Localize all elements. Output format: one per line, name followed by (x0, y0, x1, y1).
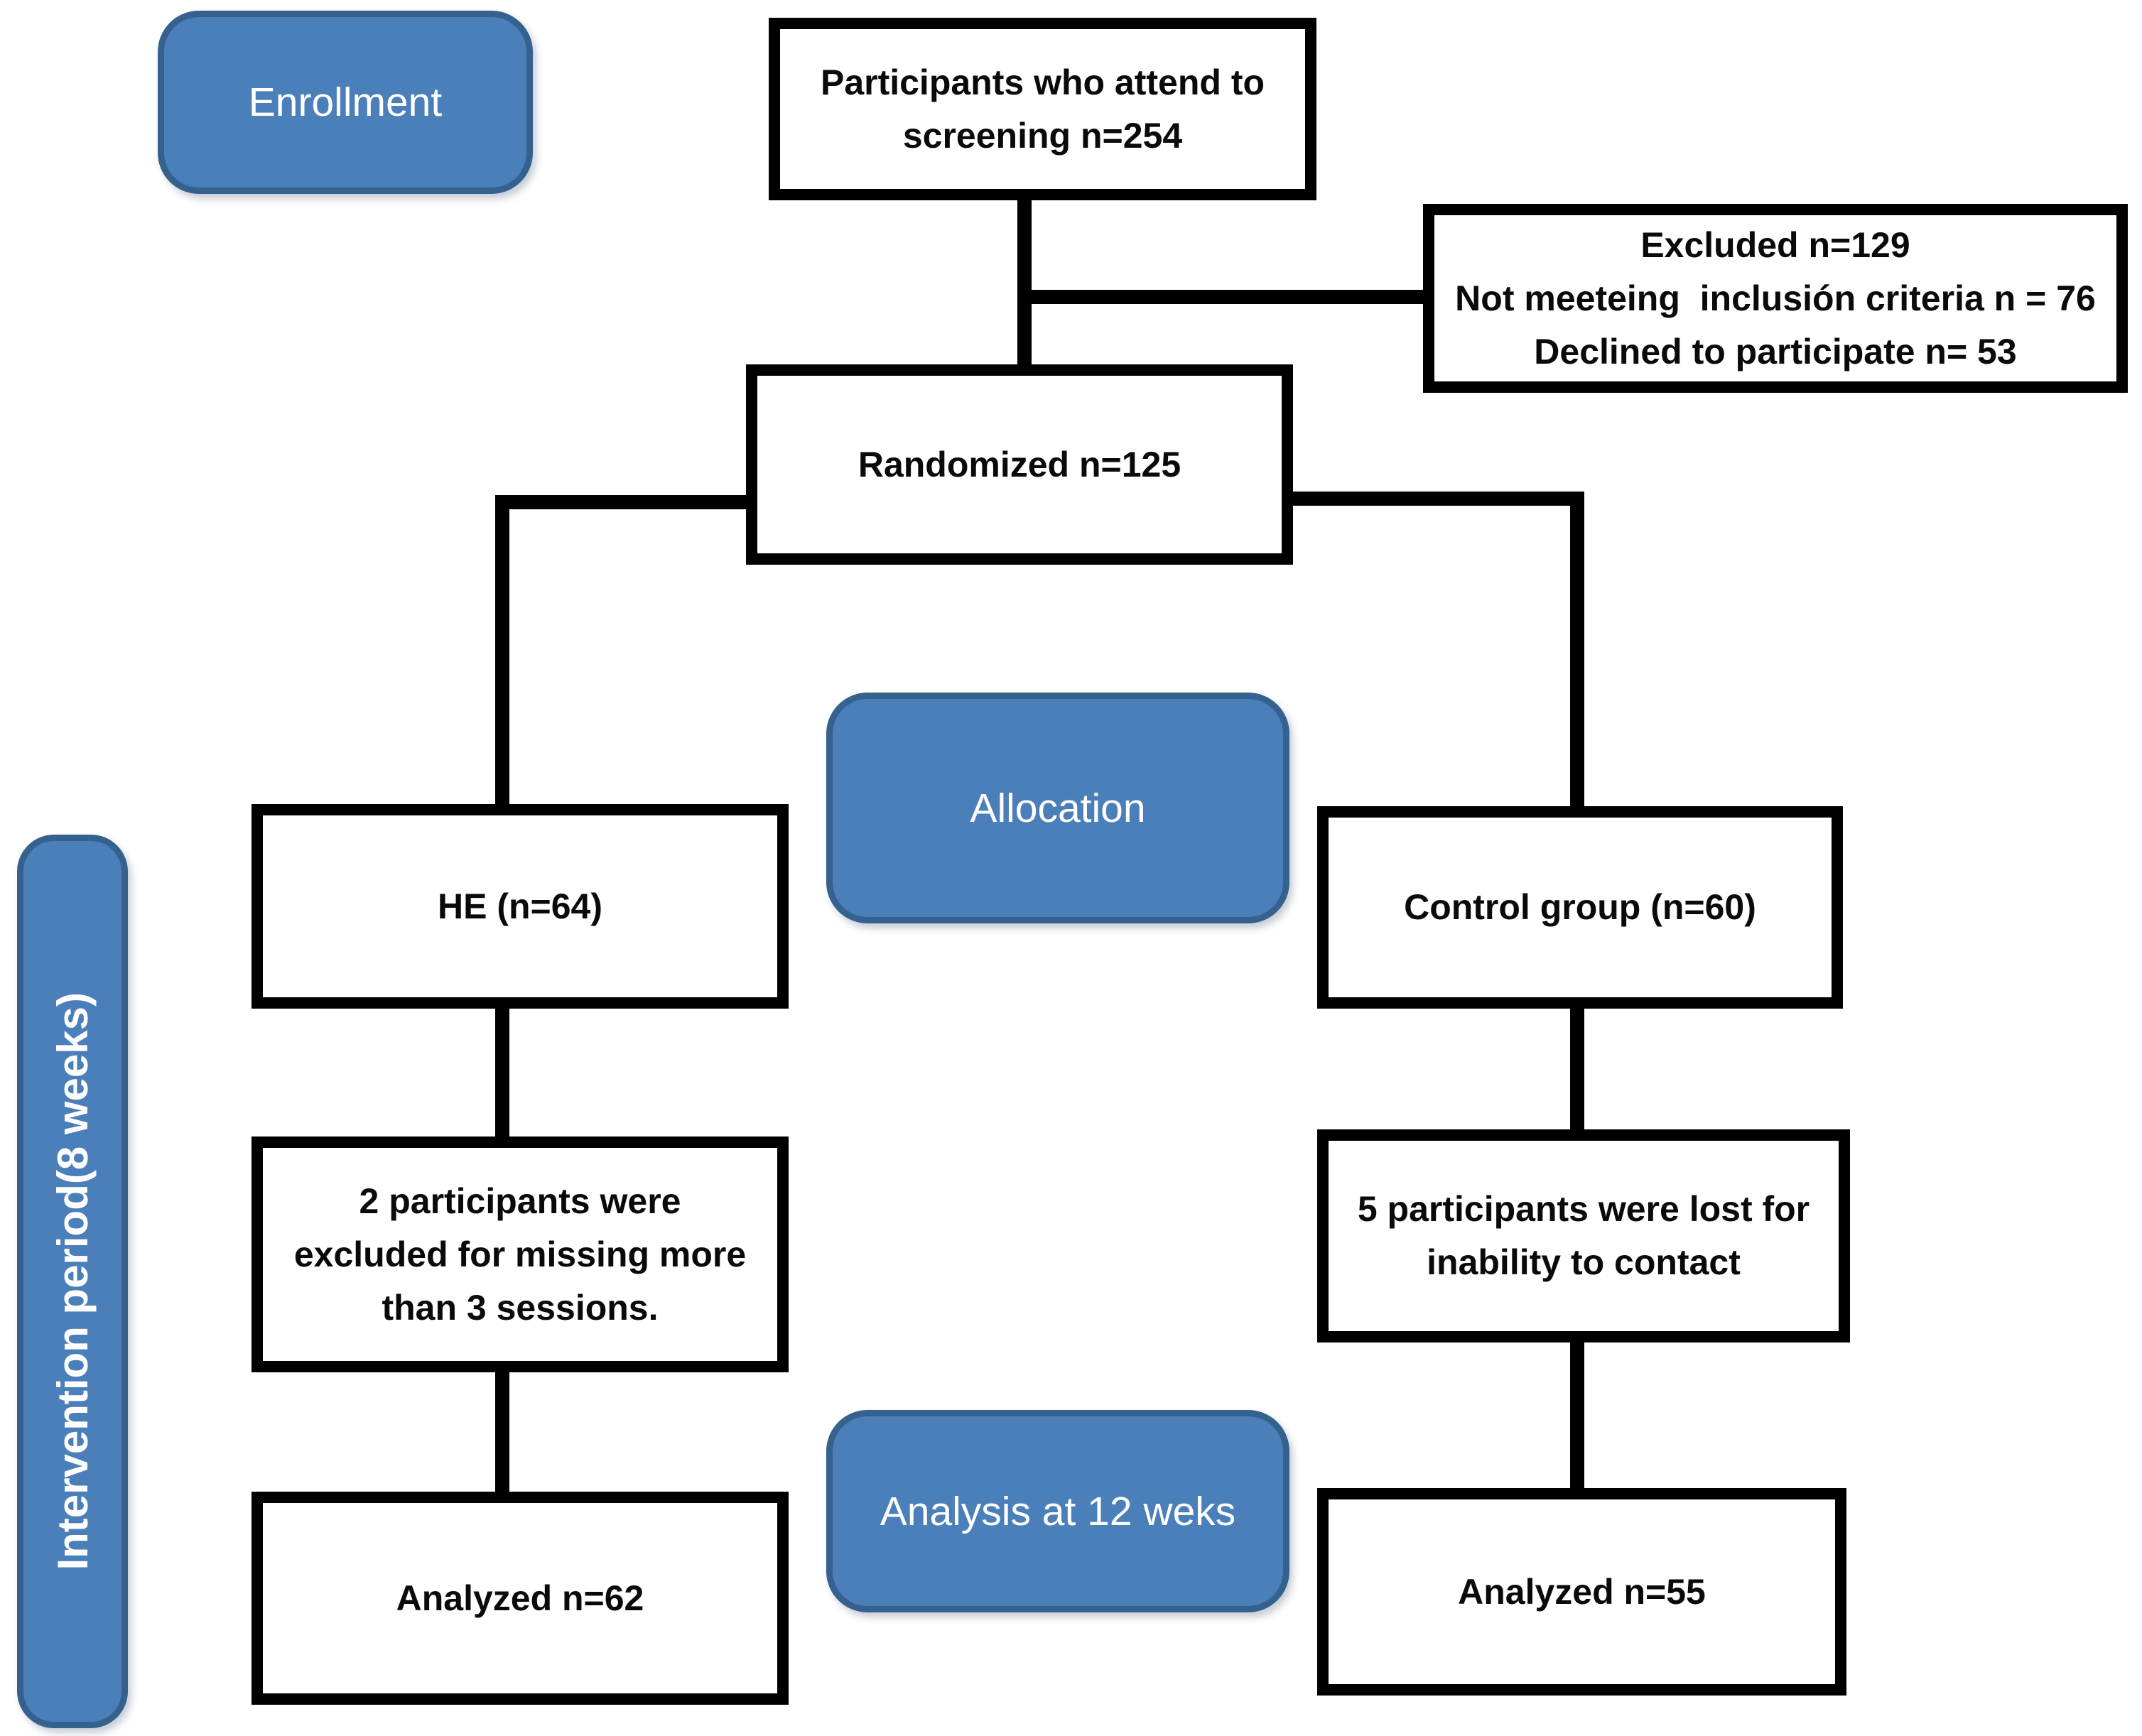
randomized-box: Randomized n=125 (746, 364, 1293, 565)
connector-randomized-to-control (1570, 492, 1584, 813)
intervention-period-bar: Intervention period(8 weeks) (17, 835, 128, 1728)
connector-he-to-dropout (495, 1006, 509, 1141)
intervention-period-label: Intervention period(8 weeks) (48, 992, 97, 1570)
control-dropout-box: 5 participants were lost for inability t… (1317, 1129, 1850, 1342)
excluded-box: Excluded n=129 Not meeteing inclusión cr… (1423, 204, 2128, 393)
control-group-box: Control group (n=60) (1317, 806, 1843, 1009)
connector-randomized-to-he (495, 495, 509, 809)
connector-screening-to-randomized (1017, 197, 1032, 371)
he-group-box: HE (n=64) (251, 804, 789, 1009)
analyzed-he-box: Analyzed n=62 (251, 1492, 789, 1705)
connector-control-to-dropout (1570, 1006, 1584, 1135)
connector-to-excluded (1024, 290, 1426, 304)
analysis-badge: Analysis at 12 weks (826, 1410, 1289, 1612)
he-dropout-box: 2 participants were excluded for missing… (251, 1136, 789, 1372)
connector-randomized-left-horizontal (495, 495, 751, 509)
screening-box: Participants who attend to screening n=2… (769, 18, 1316, 200)
analyzed-control-box: Analyzed n=55 (1317, 1488, 1846, 1696)
enrollment-badge: Enrollment (158, 11, 533, 194)
connector-dropout-to-analyzed-control (1570, 1340, 1584, 1492)
allocation-badge: Allocation (826, 693, 1289, 923)
connector-dropout-to-analyzed-he (495, 1369, 509, 1496)
connector-randomized-right-horizontal (1289, 492, 1584, 506)
